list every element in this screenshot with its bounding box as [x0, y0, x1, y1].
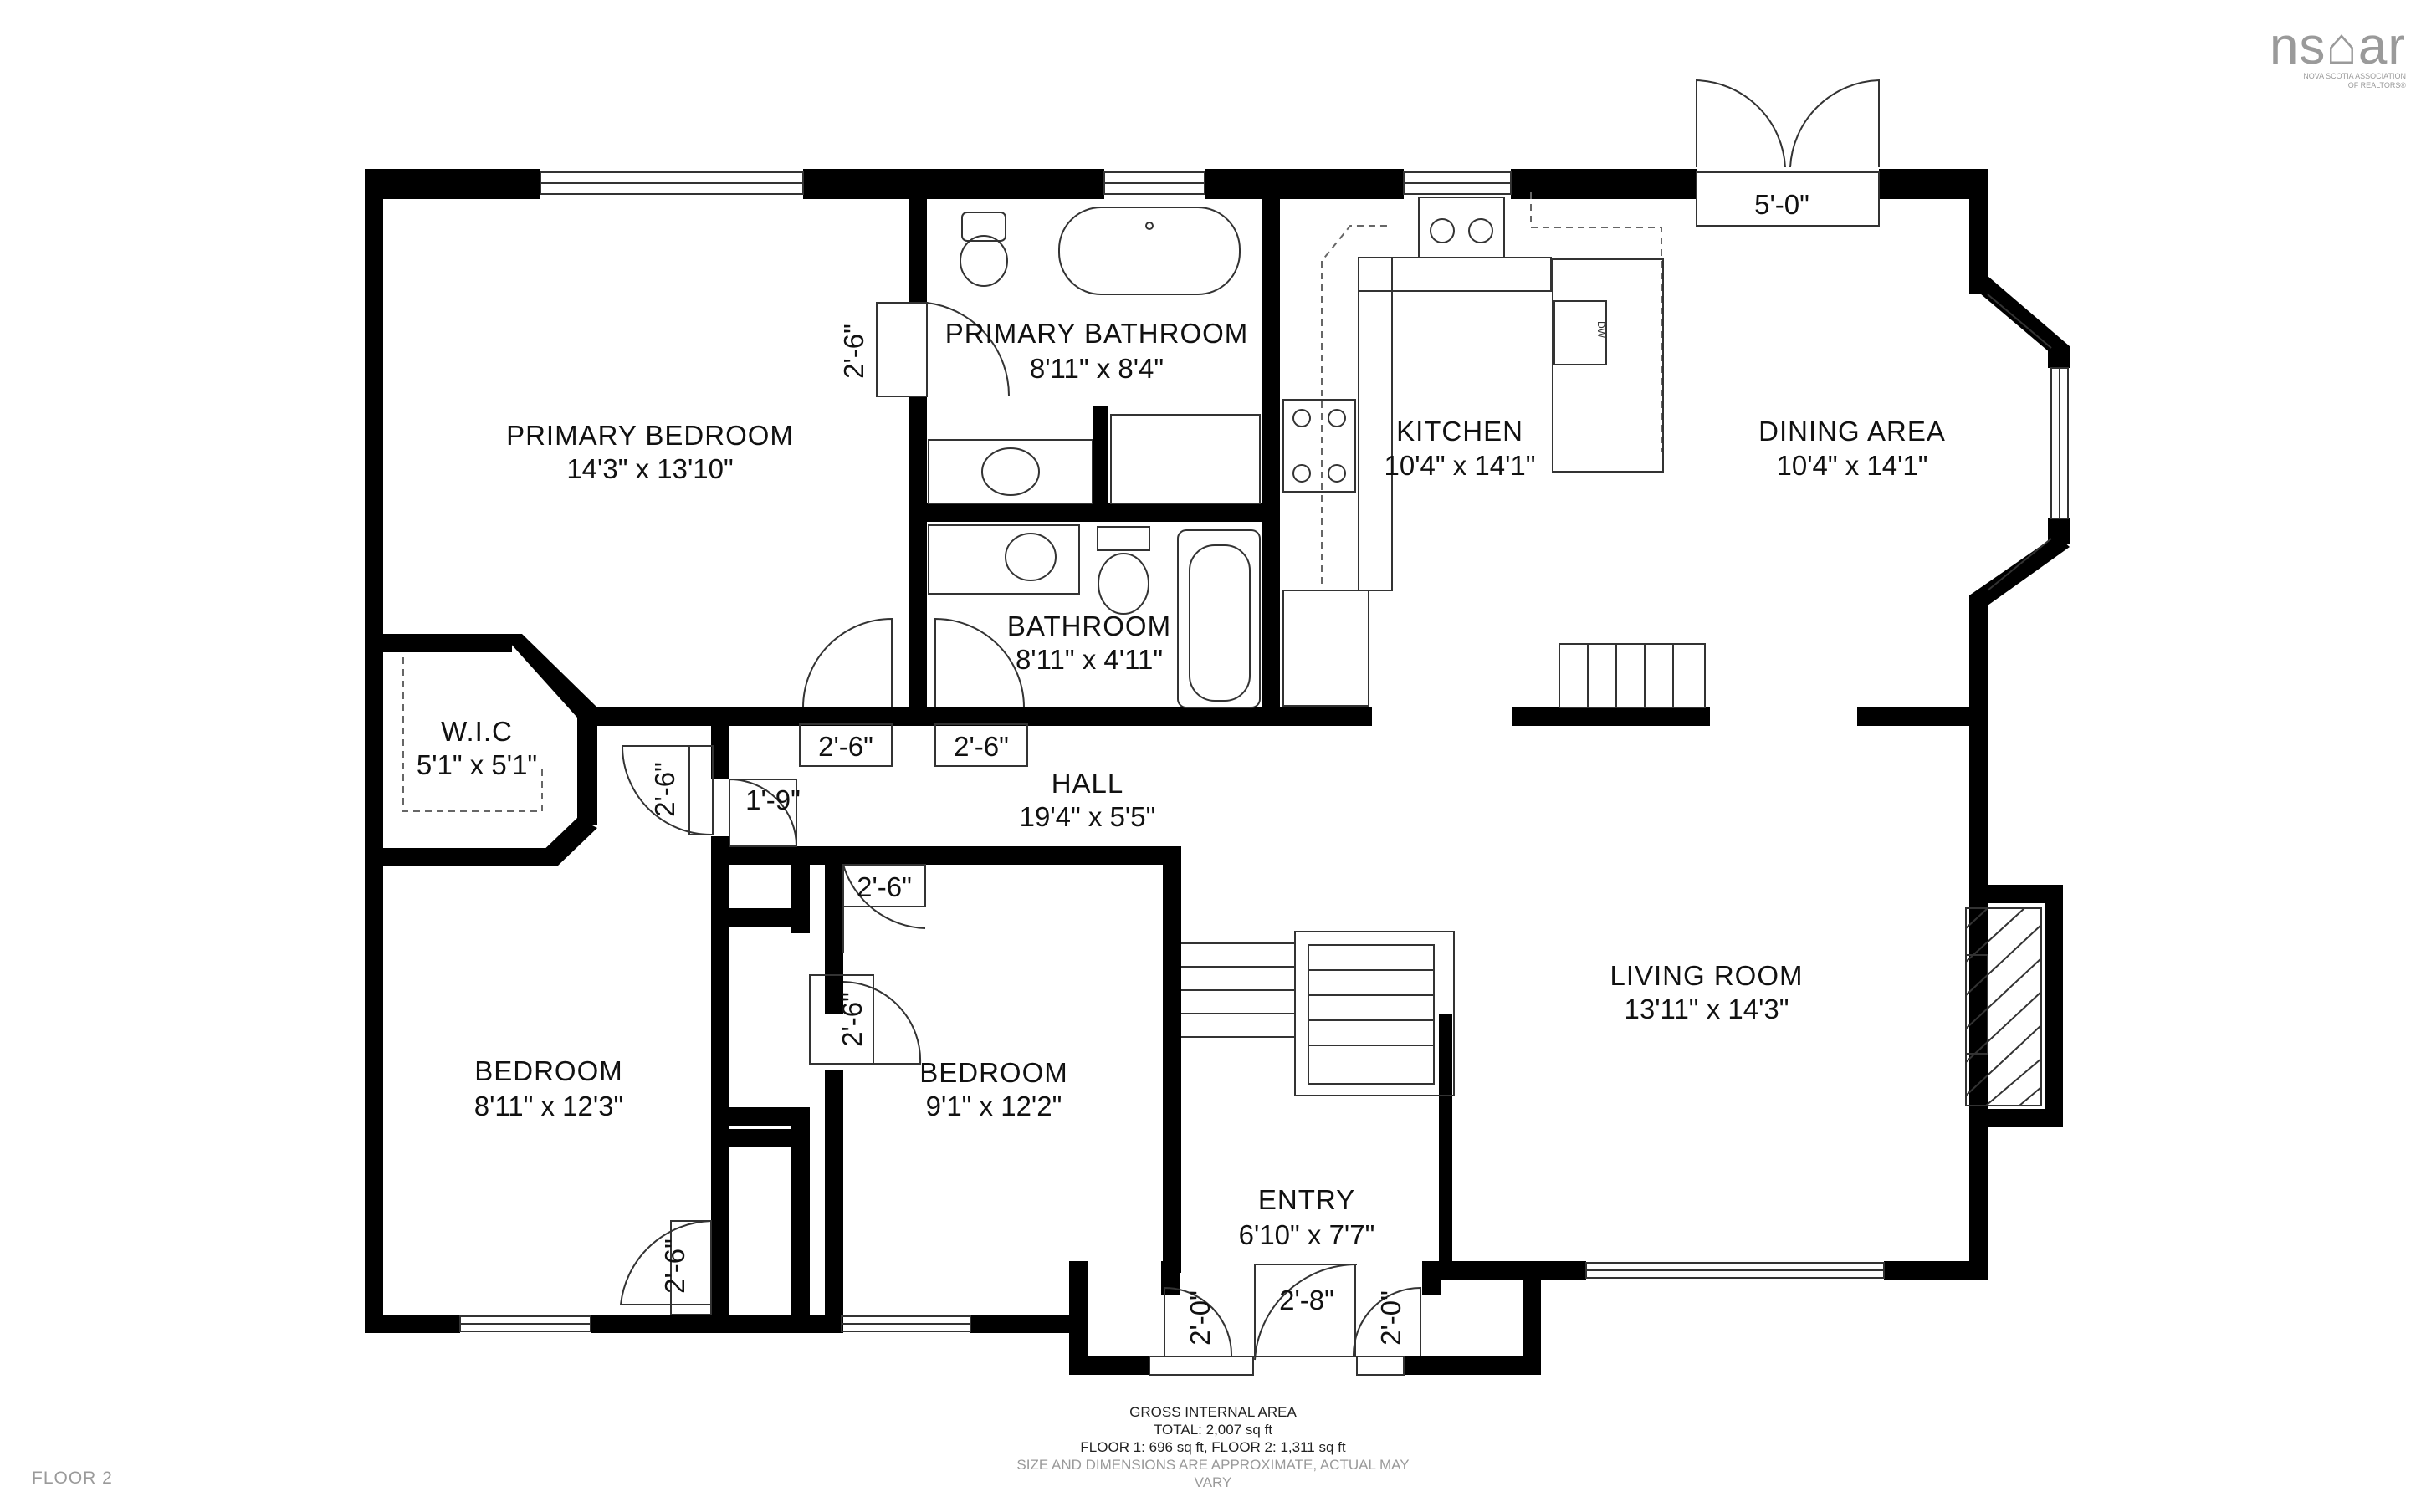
door-dimension-labels: 2'-6" 5'-0" 2'-6" 2'-6" 2'-6" 1'-9" 2'-6… [649, 189, 1809, 1346]
room-labels: PRIMARY BEDROOM 14'3" x 13'10" PRIMARY B… [417, 318, 1946, 1250]
logo-subtitle-1: NOVA SCOTIA ASSOCIATION [2303, 72, 2406, 80]
entry-left-door-dim: 2'-0" [1185, 1290, 1216, 1346]
bedroom-left-name: BEDROOM [474, 1055, 623, 1086]
bedroom-mid-side-door-dim: 2'-6" [837, 992, 868, 1047]
dining-area-dims: 10'4" x 14'1" [1777, 450, 1928, 481]
area-floors: FLOOR 1: 696 sq ft, FLOOR 2: 1,311 sq ft [1080, 1439, 1346, 1455]
nsar-logo: ns⌂ar NOVA SCOTIA ASSOCIATION OF REALTOR… [2269, 18, 2406, 90]
primary-bath-door-dim: 2'-6" [838, 324, 869, 379]
living-room-dims: 13'11" x 14'3" [1625, 994, 1789, 1024]
entry-dims: 6'10" x 7'7" [1239, 1219, 1375, 1250]
entry-front-door-dim: 2'-8" [1279, 1285, 1334, 1315]
wic-dims: 5'1" x 5'1" [417, 749, 537, 780]
dishwasher-label: DW [1595, 321, 1607, 339]
hall-dims: 19'4" x 5'5" [1020, 801, 1156, 832]
area-title: GROSS INTERNAL AREA [1129, 1404, 1297, 1420]
kitchen-dims: 10'4" x 14'1" [1385, 450, 1536, 481]
entry-name: ENTRY [1258, 1184, 1355, 1215]
primary-bedroom-name: PRIMARY BEDROOM [506, 420, 794, 451]
primary-bathroom-dims: 8'11" x 8'4" [1030, 353, 1164, 384]
bedroom-left-dims: 8'11" x 12'3" [474, 1091, 624, 1121]
dining-area-name: DINING AREA [1758, 416, 1946, 447]
patio-door-dim: 5'-0" [1754, 189, 1809, 220]
hall-door-1-dim: 2'-6" [818, 731, 873, 762]
walls [365, 169, 2070, 1375]
bathroom-name: BATHROOM [1007, 610, 1171, 641]
doors [619, 79, 1880, 1376]
primary-bathroom-name: PRIMARY BATHROOM [945, 318, 1249, 349]
wic-door-dim: 2'-6" [649, 762, 680, 817]
logo-wordmark: ns⌂ar [2269, 18, 2406, 75]
floor-label: FLOOR 2 [32, 1469, 113, 1488]
area-summary: GROSS INTERNAL AREA TOTAL: 2,007 sq ft F… [1012, 1403, 1414, 1491]
windows [459, 171, 2069, 1332]
hall-name: HALL [1052, 768, 1124, 799]
hall-door-2-dim: 2'-6" [954, 731, 1009, 762]
wic-name: W.I.C [441, 716, 513, 747]
bedroom-mid-top-door-dim: 2'-6" [857, 871, 912, 902]
bedroom-mid-dims: 9'1" x 12'2" [926, 1091, 1062, 1121]
kitchen-name: KITCHEN [1396, 416, 1523, 447]
bathroom-dims: 8'11" x 4'11" [1016, 644, 1163, 675]
area-note: SIZE AND DIMENSIONS ARE APPROXIMATE, ACT… [1016, 1457, 1410, 1490]
area-total: TOTAL: 2,007 sq ft [1153, 1422, 1273, 1438]
logo-subtitle-2: OF REALTORS® [2347, 81, 2406, 89]
fixtures [402, 192, 2042, 1106]
entry-right-door-dim: 2'-0" [1375, 1290, 1406, 1346]
bedroom-mid-name: BEDROOM [919, 1057, 1068, 1088]
living-room-name: LIVING ROOM [1610, 960, 1803, 991]
primary-bedroom-dims: 14'3" x 13'10" [566, 453, 733, 484]
closet-door-dim: 1'-9" [745, 784, 801, 815]
bedroom-left-door-dim: 2'-6" [659, 1239, 690, 1294]
